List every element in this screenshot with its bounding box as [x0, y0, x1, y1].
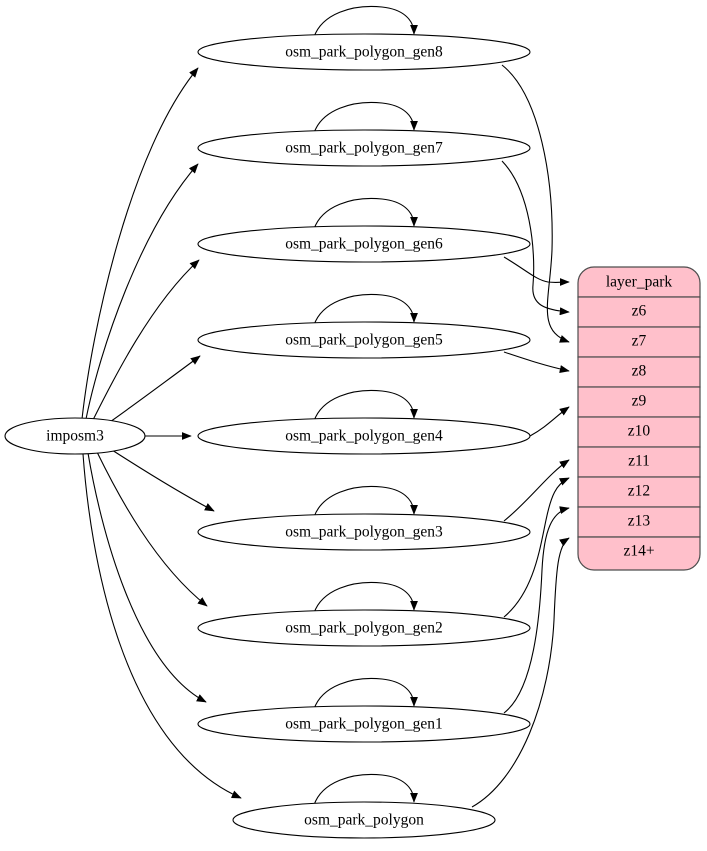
edge-imposm3-to-gen7 — [85, 163, 199, 420]
layer-park-row-z10-cell[interactable] — [577, 416, 701, 448]
node-gen2-ellipse[interactable] — [197, 609, 531, 647]
node-gen4-label: osm_park_polygon_gen4 — [285, 428, 443, 445]
node-gen3-ellipse[interactable] — [197, 513, 531, 551]
layer-park-row-z10-label: z10 — [628, 423, 651, 440]
node-base[interactable]: osm_park_polygon — [232, 801, 496, 839]
edge-imposm3-to-gen1 — [87, 452, 207, 703]
edges-self-loops — [313, 5, 418, 806]
node-gen6-ellipse[interactable] — [197, 225, 531, 263]
node-gen8-ellipse[interactable] — [197, 33, 531, 71]
node-gen5-ellipse[interactable] — [197, 321, 531, 359]
edge-gen2-to-z12 — [503, 477, 570, 618]
layer-park-row-z11-label: z11 — [628, 453, 650, 470]
node-gen7-label: osm_park_polygon_gen7 — [285, 140, 443, 157]
self-loop-gen1 — [313, 677, 418, 710]
layer-park-row-z14plus-cell[interactable] — [577, 536, 701, 571]
layer-park-header-label: layer_park — [606, 274, 673, 291]
node-gen3-label: osm_park_polygon_gen3 — [285, 524, 443, 541]
edge-gen5-to-z9 — [503, 351, 570, 373]
edge-gen6-to-z6 — [503, 256, 570, 287]
edges-to-layer-park — [471, 64, 570, 808]
layer-park-table[interactable]: layer_park z6 z7 z8 z9 z10 z11 z12 z13 z… — [577, 266, 701, 571]
edge-imposm3-to-gen5 — [106, 355, 201, 425]
edge-gen4-to-z10 — [529, 406, 570, 437]
edges-imposm3-fanout — [81, 67, 242, 799]
self-loop-gen3 — [313, 485, 418, 518]
node-gen4[interactable]: osm_park_polygon_gen4 — [197, 417, 531, 455]
node-imposm3-ellipse[interactable] — [4, 417, 146, 455]
layer-park-row-z8-label: z8 — [632, 363, 647, 380]
node-gen3[interactable]: osm_park_polygon_gen3 — [197, 513, 531, 551]
layer-park-row-z12-cell[interactable] — [577, 476, 701, 508]
node-base-label: osm_park_polygon — [304, 812, 424, 829]
node-gen8-label: osm_park_polygon_gen8 — [285, 44, 443, 61]
self-loop-gen5 — [313, 293, 418, 326]
layer-park-row-z12-label: z12 — [628, 483, 650, 500]
self-loop-gen6 — [313, 197, 418, 230]
edge-imposm3-to-base — [82, 453, 242, 799]
layer-park-row-z9-label: z9 — [632, 393, 647, 410]
self-loop-gen2 — [313, 581, 418, 614]
node-gen5[interactable]: osm_park_polygon_gen5 — [197, 321, 531, 359]
self-loop-base — [313, 773, 418, 806]
edge-gen3-to-z11 — [503, 459, 570, 522]
layer-park-row-z6-cell[interactable] — [577, 296, 701, 328]
node-imposm3-label: imposm3 — [46, 428, 104, 445]
node-gen7-ellipse[interactable] — [197, 129, 531, 167]
node-gen1-label: osm_park_polygon_gen1 — [285, 716, 443, 733]
node-gen7[interactable]: osm_park_polygon_gen7 — [197, 129, 531, 167]
node-gen1-ellipse[interactable] — [197, 705, 531, 743]
layer-park-header-cell[interactable] — [577, 266, 701, 298]
layer-park-row-z6-label: z6 — [632, 303, 647, 320]
node-gen5-label: osm_park_polygon_gen5 — [285, 332, 443, 349]
edge-imposm3-to-gen8 — [81, 67, 199, 420]
layer-park-row-z13-cell[interactable] — [577, 506, 701, 538]
layer-park-row-z7-label: z7 — [632, 333, 647, 350]
edge-gen1-to-z13 — [503, 506, 570, 714]
node-base-ellipse[interactable] — [232, 801, 496, 839]
node-gen6[interactable]: osm_park_polygon_gen6 — [197, 225, 531, 263]
node-gen4-ellipse[interactable] — [197, 417, 531, 455]
node-gen1[interactable]: osm_park_polygon_gen1 — [197, 705, 531, 743]
self-loop-gen4 — [313, 389, 418, 422]
gen-nodes: osm_park_polygon_gen8 osm_park_polygon_g… — [197, 33, 531, 839]
layer-park-row-z8-cell[interactable] — [577, 356, 701, 388]
node-imposm3[interactable]: imposm3 — [4, 417, 146, 455]
edge-imposm3-to-gen3 — [111, 449, 215, 512]
node-gen2-label: osm_park_polygon_gen2 — [285, 620, 443, 637]
edge-base-to-z14plus — [471, 537, 570, 808]
layer-park-row-z9-cell[interactable] — [577, 386, 701, 418]
layer-park-row-z13-label: z13 — [628, 513, 651, 530]
self-loop-gen8 — [313, 5, 418, 38]
node-gen8[interactable]: osm_park_polygon_gen8 — [197, 33, 531, 71]
node-gen2[interactable]: osm_park_polygon_gen2 — [197, 609, 531, 647]
node-gen6-label: osm_park_polygon_gen6 — [285, 236, 443, 253]
edge-imposm3-to-gen2 — [96, 451, 208, 607]
layer-park-row-z14plus-label: z14+ — [623, 543, 654, 560]
self-loop-gen7 — [313, 101, 418, 134]
edge-imposm3-to-gen6 — [92, 259, 200, 421]
layer-park-row-z7-cell[interactable] — [577, 326, 701, 358]
edge-gen8-to-z8 — [501, 64, 570, 343]
layer-park-row-z11-cell[interactable] — [577, 446, 701, 478]
